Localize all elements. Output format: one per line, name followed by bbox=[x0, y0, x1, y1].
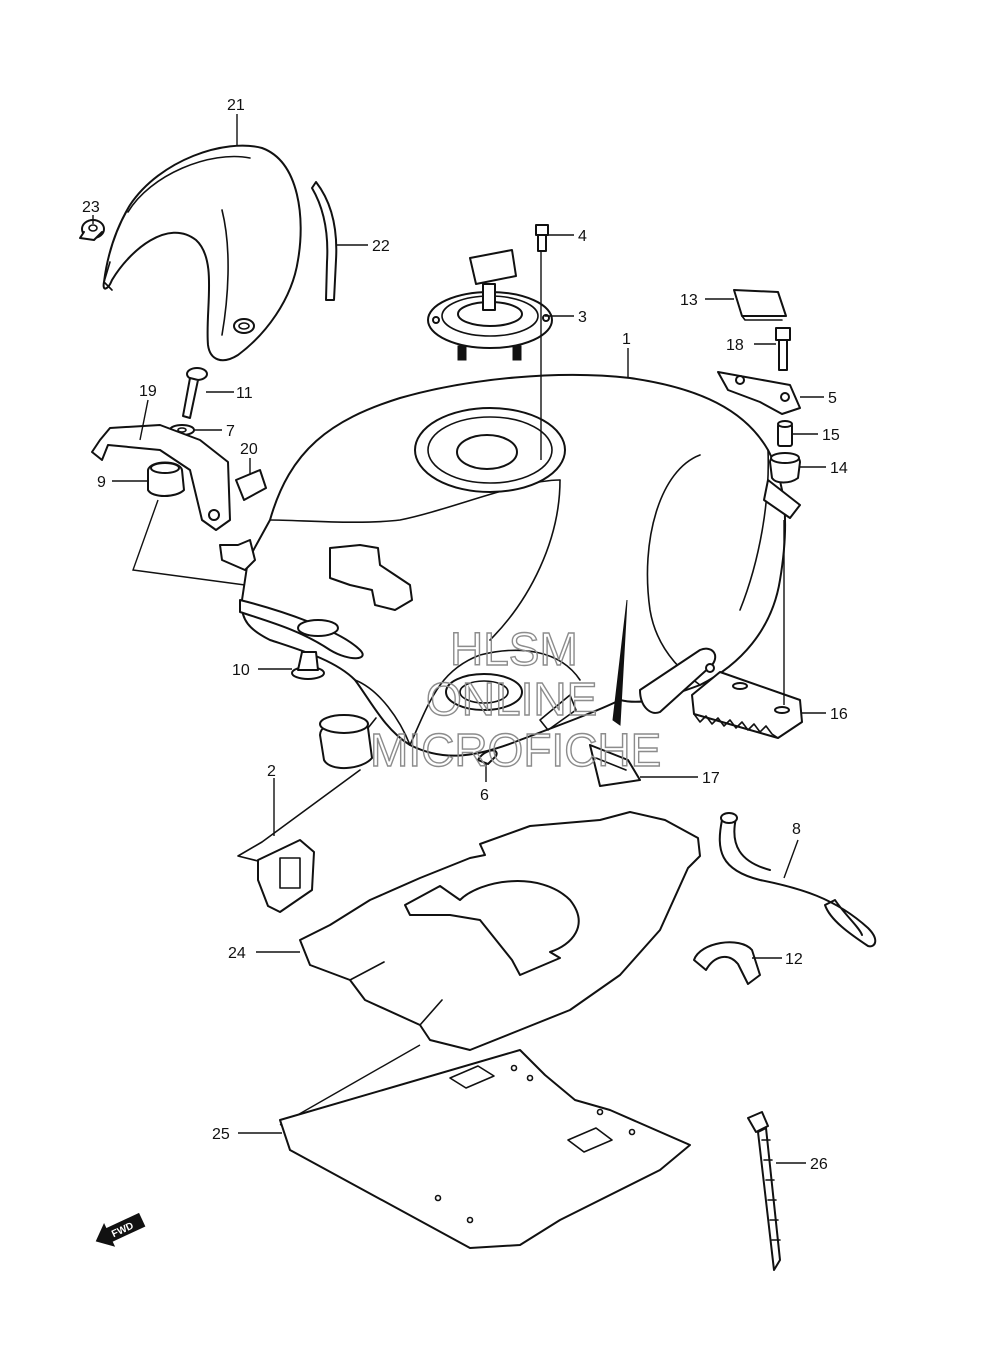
callout-9: 9 bbox=[97, 474, 106, 491]
callout-24: 24 bbox=[228, 945, 246, 962]
fwd-label: FWD bbox=[110, 1221, 135, 1241]
callout-13: 13 bbox=[680, 292, 698, 309]
callout-26: 26 bbox=[810, 1156, 828, 1173]
callout-10: 10 bbox=[232, 662, 250, 679]
leader-lines bbox=[92, 114, 826, 1164]
part-15-collar bbox=[777, 420, 793, 447]
callout-19: 19 bbox=[139, 383, 157, 400]
callout-8: 8 bbox=[792, 821, 801, 838]
part-22-cushion-strip bbox=[311, 181, 338, 301]
callout-14: 14 bbox=[830, 460, 848, 477]
part-24-heat-shield bbox=[299, 811, 701, 1051]
callout-12: 12 bbox=[785, 951, 803, 968]
callout-7: 7 bbox=[226, 423, 235, 440]
watermark-line-1: HLSM bbox=[450, 623, 578, 675]
callout-11: 11 bbox=[236, 385, 253, 402]
part-3-fuel-cap bbox=[427, 249, 553, 361]
callout-15: 15 bbox=[822, 427, 840, 444]
part-21-tank-cover bbox=[102, 144, 302, 362]
callout-16: 16 bbox=[830, 706, 848, 723]
callout-22: 22 bbox=[372, 238, 390, 255]
part-6-o-ring bbox=[477, 749, 498, 765]
callout-18: 18 bbox=[726, 337, 744, 354]
fwd-arrow-icon: FWD bbox=[95, 1212, 146, 1247]
part-9-grommet bbox=[147, 461, 185, 497]
callout-2: 2 bbox=[267, 763, 276, 780]
part-26-cable-tie bbox=[747, 1111, 781, 1271]
callout-1: 1 bbox=[622, 331, 631, 348]
part-1-fuel-tank bbox=[219, 373, 801, 757]
part-12-clamp bbox=[693, 941, 761, 985]
part-17-label bbox=[589, 744, 641, 787]
callout-20: 20 bbox=[240, 441, 258, 458]
part-16-rear-mount-cushion bbox=[691, 671, 803, 739]
callout-6: 6 bbox=[480, 787, 489, 804]
part-14-cushion bbox=[769, 452, 801, 484]
watermark-line-2: ONLINE bbox=[426, 673, 597, 725]
part-8-breather-hose bbox=[718, 812, 877, 948]
callout-5: 5 bbox=[828, 390, 837, 407]
callout-labels: 1 2 3 4 5 6 7 8 9 10 11 12 13 14 15 16 1… bbox=[82, 97, 848, 1173]
callout-17: 17 bbox=[702, 770, 720, 787]
part-19-bracket bbox=[91, 424, 231, 531]
watermark: HLSM ONLINE MICROFICHE bbox=[369, 622, 662, 776]
part-5-bracket bbox=[717, 371, 801, 415]
part-10-drain-fitting bbox=[291, 651, 325, 680]
watermark-line-3: MICROFICHE bbox=[370, 724, 661, 776]
part-23-screw bbox=[79, 219, 105, 241]
callout-21: 21 bbox=[227, 97, 245, 114]
part-2-fuel-level-gauge bbox=[237, 714, 377, 913]
part-11-bolt bbox=[182, 367, 208, 419]
part-20-rubber bbox=[235, 469, 267, 501]
part-13-rubber-cap bbox=[733, 289, 787, 321]
callout-23: 23 bbox=[82, 199, 100, 216]
callout-3: 3 bbox=[578, 309, 587, 326]
part-18-bolt bbox=[775, 327, 791, 371]
part-25-under-plate bbox=[279, 1049, 691, 1249]
callout-4: 4 bbox=[578, 228, 587, 245]
part-4-bolt bbox=[535, 224, 549, 252]
callout-25: 25 bbox=[212, 1126, 230, 1143]
